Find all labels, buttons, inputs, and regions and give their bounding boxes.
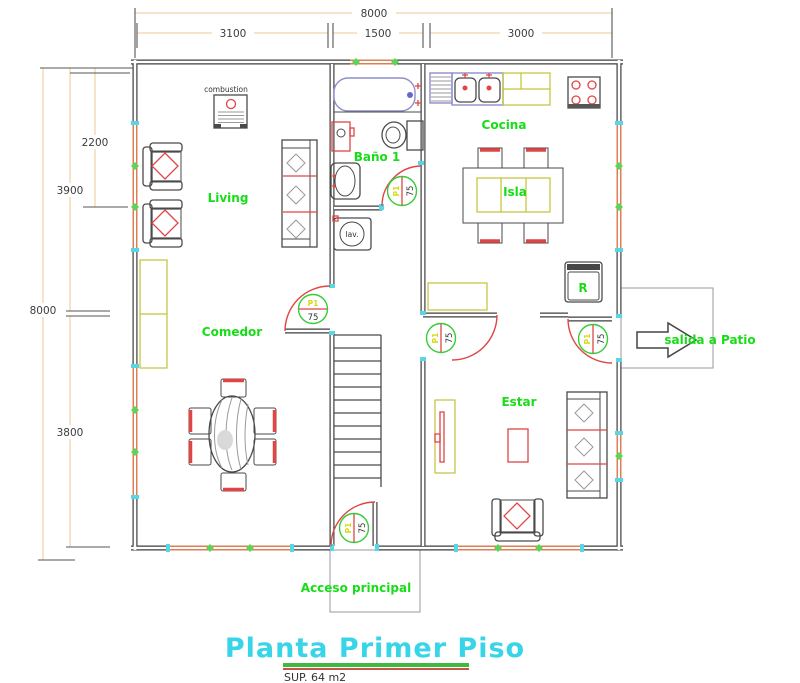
- kitchen-fixtures: R: [427, 72, 603, 311]
- label-bano1: Baño 1: [354, 150, 401, 164]
- title-underline-red: [283, 668, 469, 670]
- label-comedor: Comedor: [202, 325, 263, 339]
- kitchen-island: [462, 147, 564, 244]
- svg-text:P1: P1: [583, 334, 592, 345]
- door-tag-patio: P1 75: [577, 323, 609, 355]
- toilet-bowl: [381, 121, 407, 149]
- tub-drain: [407, 92, 413, 98]
- door-jamb-ticks: [329, 161, 622, 551]
- combustion-label: combustion: [204, 85, 248, 94]
- window-end-ticks: [131, 121, 623, 552]
- bathroom-sink: [330, 162, 361, 200]
- bathtub: [333, 77, 416, 112]
- dim-left-total: 8000: [30, 305, 57, 317]
- svg-text:P1: P1: [308, 299, 319, 308]
- kitchen-counter: [502, 72, 551, 106]
- hall-door-arc: [451, 314, 498, 361]
- washer-label: lav.: [346, 230, 359, 239]
- label-estar: Estar: [501, 395, 536, 409]
- toilet-tank: [406, 120, 424, 151]
- label-main-access: Acceso principal: [301, 581, 411, 595]
- staircase: [334, 334, 382, 487]
- door-tag-hall: P1 75: [425, 322, 457, 354]
- refrigerator: R: [564, 261, 603, 303]
- dim-left-mid: 3900: [57, 185, 84, 197]
- svg-text:75: 75: [406, 186, 416, 197]
- plan-area-note: SUP. 64 m2: [284, 671, 346, 683]
- estar-sofa: [566, 391, 608, 499]
- svg-text:P1: P1: [344, 523, 353, 534]
- plan-title: Planta Primer Piso: [225, 633, 525, 664]
- stair-treads: [334, 334, 381, 479]
- bath-door-arc: [381, 165, 422, 207]
- bathroom-fixtures: [330, 77, 424, 200]
- door-tag-entrance: P1 75: [338, 512, 370, 544]
- armchair-1: [142, 142, 183, 191]
- dim-left-upper: 2200: [82, 137, 109, 149]
- kitchen-peninsula-counter: [427, 282, 488, 311]
- estar-armchair: [491, 498, 544, 542]
- windows: [131, 58, 623, 552]
- door-tag-comedor: P1 75: [297, 293, 329, 325]
- dimension-lines-left: 2200 3900 8000 3800: [21, 67, 133, 561]
- door-swing-arcs: [284, 165, 613, 547]
- dim-top-seg-1: 3100: [220, 28, 247, 40]
- double-sink: [451, 72, 504, 106]
- dim-left-lower: 3800: [57, 427, 84, 439]
- tv-unit: [434, 399, 456, 474]
- svg-text:P1: P1: [392, 186, 401, 197]
- tub-faucet-marks: [415, 83, 421, 106]
- dim-top-seg-2: 1500: [365, 28, 392, 40]
- dining-table: [208, 395, 256, 473]
- armchair-2: [142, 199, 183, 248]
- svg-text:75: 75: [358, 523, 368, 534]
- sideboard-cabinet: [139, 259, 168, 369]
- patio-door-arc: [567, 318, 613, 364]
- comedor-door-arc: [284, 285, 331, 332]
- entrance-door-arc: [330, 501, 376, 547]
- dining-chairs: [188, 378, 277, 492]
- dimension-lines-top: 8000 3100 1500 3000: [134, 6, 613, 58]
- label-living: Living: [208, 191, 249, 205]
- stove: [567, 76, 601, 109]
- combustion-heater: combustion: [204, 85, 248, 129]
- label-cocina: Cocina: [482, 118, 527, 132]
- label-isla: Isla: [503, 185, 527, 199]
- living-sofa: [281, 139, 318, 248]
- patio-exit-arrow-icon: [636, 321, 698, 359]
- living-furniture: combustion: [142, 85, 318, 248]
- dim-top-seg-3: 3000: [508, 28, 535, 40]
- coffee-table: [507, 428, 529, 463]
- title-block: Planta Primer Piso SUP. 64 m2: [225, 633, 525, 683]
- comedor-furniture: [139, 259, 277, 492]
- washing-machine: lav.: [332, 215, 372, 251]
- title-underline-green: [283, 663, 469, 667]
- estar-furniture: [434, 391, 608, 542]
- svg-text:75: 75: [597, 334, 607, 345]
- exterior-interior-walls: [131, 59, 623, 551]
- label-patio-exit: salida a Patio: [664, 333, 755, 347]
- fridge-label: R: [578, 281, 587, 295]
- svg-text:P1: P1: [431, 333, 440, 344]
- dim-top-total: 8000: [361, 8, 388, 20]
- svg-text:75: 75: [308, 313, 319, 323]
- patio-porch-outline: [620, 287, 714, 369]
- svg-text:75: 75: [445, 333, 455, 344]
- door-tag-bath: P1 75: [386, 175, 418, 207]
